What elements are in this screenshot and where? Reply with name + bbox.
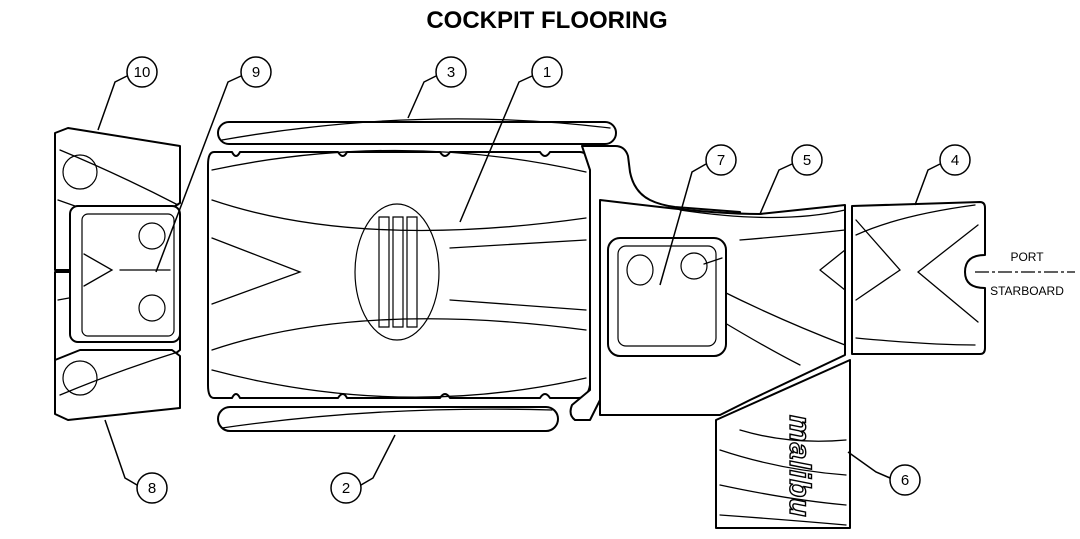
orientation-indicator: PORT STARBOARD — [975, 250, 1075, 298]
callout-6: 6 — [889, 464, 921, 496]
panel-1 — [207, 149, 591, 399]
callout-9: 9 — [240, 56, 272, 88]
svg-text:4: 4 — [951, 152, 959, 169]
panel-9 — [69, 205, 181, 343]
svg-text:10: 10 — [134, 64, 151, 81]
svg-text:2: 2 — [342, 480, 350, 497]
starboard-label: STARBOARD — [990, 284, 1064, 298]
callout-leaders — [97, 75, 941, 486]
brand-logo-text: malibu — [783, 415, 816, 518]
callout-7: 7 — [705, 144, 737, 176]
callout-1: 1 — [531, 56, 563, 88]
panel-4 — [851, 201, 986, 355]
panel-2 — [217, 406, 559, 432]
panel-3 — [217, 118, 617, 145]
svg-text:5: 5 — [803, 152, 811, 169]
svg-text:9: 9 — [252, 64, 260, 81]
callout-3: 3 — [435, 56, 467, 88]
callout-4: 4 — [939, 144, 971, 176]
svg-text:6: 6 — [901, 472, 909, 489]
panel-7 — [607, 237, 727, 357]
diagram-title: COCKPIT FLOORING — [426, 7, 667, 34]
port-label: PORT — [1010, 250, 1044, 264]
panel-6: malibu — [715, 359, 851, 529]
callout-8: 8 — [136, 472, 168, 504]
svg-text:3: 3 — [447, 64, 455, 81]
malibu-m-logo-icon — [378, 216, 418, 328]
callout-10: 10 — [126, 56, 158, 88]
svg-text:8: 8 — [148, 480, 156, 497]
svg-text:1: 1 — [543, 64, 551, 81]
svg-text:7: 7 — [717, 152, 725, 169]
callout-2: 2 — [330, 472, 362, 504]
callout-5: 5 — [791, 144, 823, 176]
